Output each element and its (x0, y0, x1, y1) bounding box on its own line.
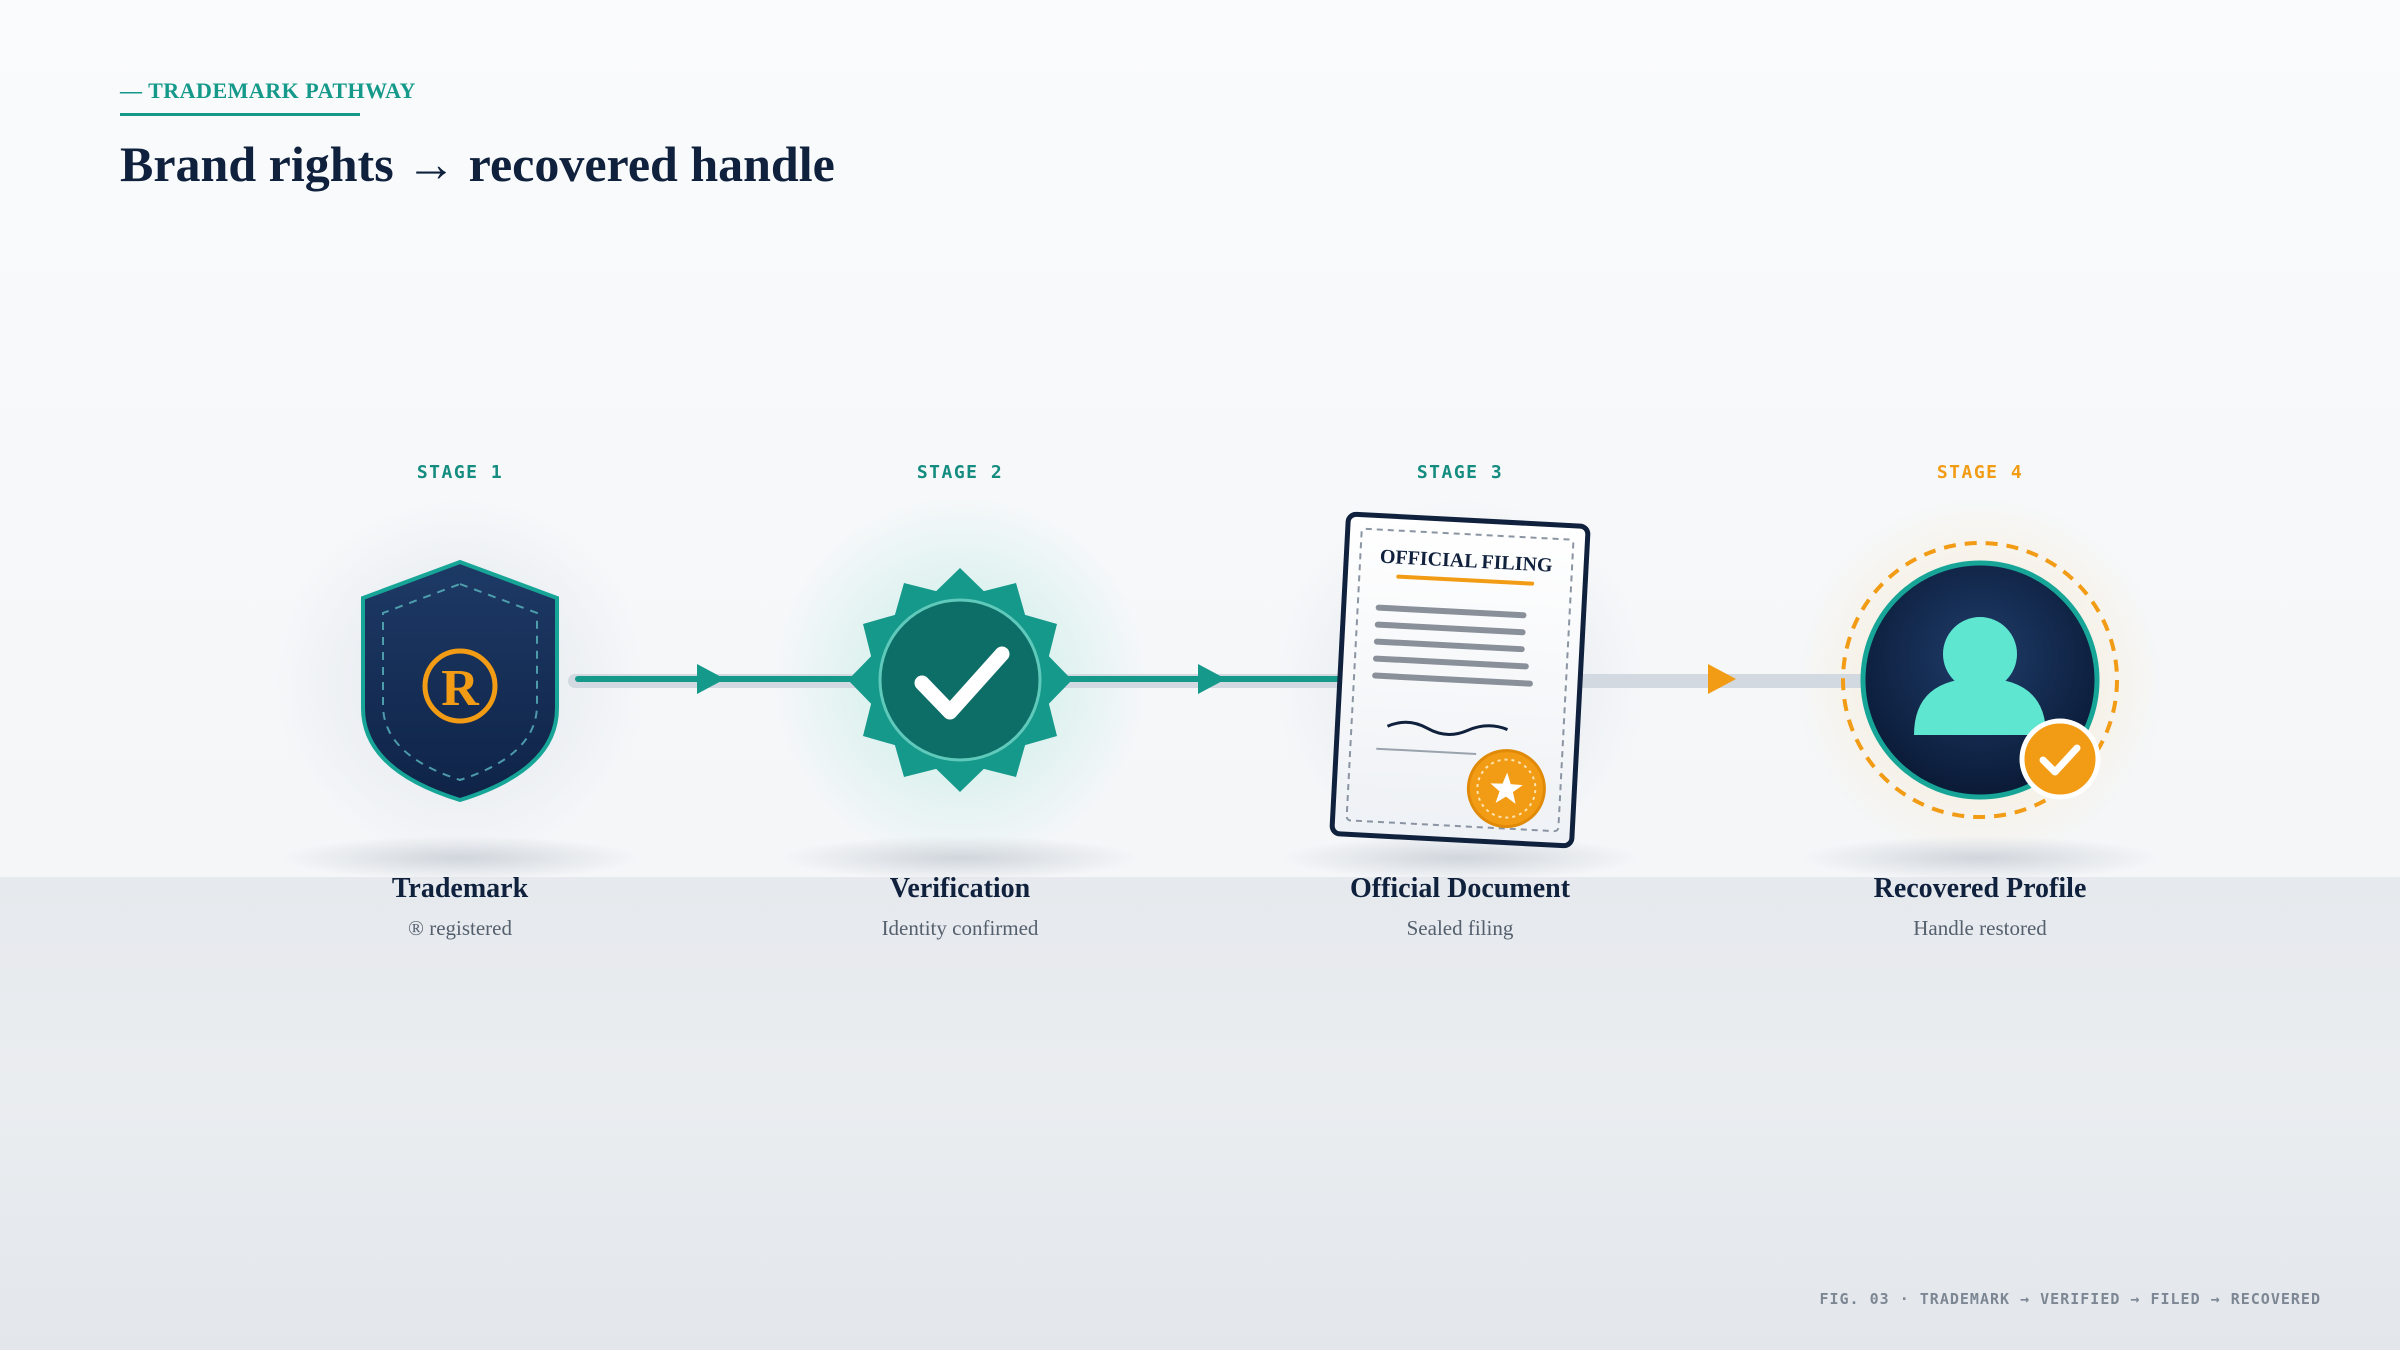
signature (1386, 720, 1509, 736)
seal-icon (1466, 749, 1546, 829)
stage-4-description: Handle restored (1913, 916, 2047, 940)
eyebrow-underline (120, 113, 360, 116)
stage-1-name: Trademark (391, 873, 529, 904)
page-title: Brand rights → recovered handle (120, 136, 835, 192)
verified-badge-icon (848, 568, 1072, 792)
connector-3-4 (1568, 664, 1867, 694)
stage-1-label: STAGE 1 (416, 462, 504, 483)
shield-registered-icon: R (361, 559, 559, 803)
stage-2-description: Identity confirmed (881, 916, 1039, 940)
checkmark-icon (914, 646, 1010, 720)
stage-2-name: Verification (889, 873, 1031, 904)
floor-band (0, 877, 2400, 1350)
arrow-3-icon (1708, 664, 1736, 694)
registered-mark: R (441, 660, 480, 717)
profile-avatar-icon (1841, 541, 2119, 819)
stage-4-label: STAGE 4 (1936, 462, 2024, 483)
seal-star (1490, 772, 1523, 804)
document-icon: OFFICIAL FILING (1329, 511, 1591, 849)
stage-1-description: ® registered (408, 916, 512, 940)
connector-2-3 (1058, 664, 1352, 694)
arrow-1-icon (697, 664, 725, 694)
registered-ring (422, 648, 498, 724)
stage-2-label: STAGE 2 (916, 462, 1004, 483)
stage-3-label: STAGE 3 (1416, 462, 1504, 483)
stage-3-name: Official Document (1349, 873, 1571, 904)
person-silhouette (1914, 617, 2046, 735)
stage-4-name: Recovered Profile (1873, 873, 2087, 904)
document-text-lines (1372, 604, 1533, 687)
eyebrow-label: — TRADEMARK PATHWAY (120, 78, 416, 103)
stage-1-shadow (280, 836, 640, 880)
stage-2-shadow (780, 836, 1140, 880)
arrow-2-icon (1198, 664, 1226, 694)
connector-1-2 (568, 664, 862, 694)
stage-4-shadow (1800, 836, 2160, 880)
figure-caption: FIG. 03 · TRADEMARK → VERIFIED → FILED →… (1819, 1290, 2321, 1308)
stage-3-description: Sealed filing (1406, 916, 1514, 940)
dashed-ring (1841, 541, 2119, 819)
verified-check-icon (2019, 718, 2101, 800)
